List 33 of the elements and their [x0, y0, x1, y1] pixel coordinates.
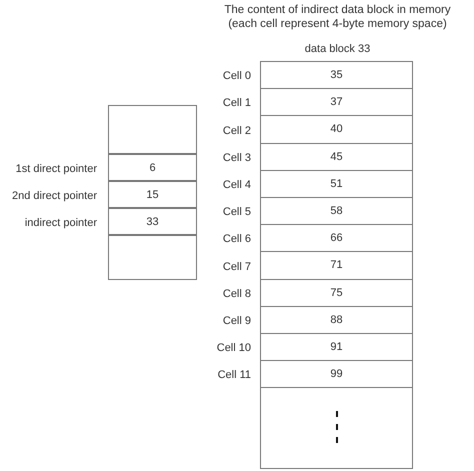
cell-label: Cell 9 — [222, 314, 251, 327]
diagram-title: The content of indirect data block in memory (each cell represent 4-byte memory space) — [223, 3, 452, 31]
memory-cell: 45 — [260, 142, 413, 171]
cell-label: Cell 6 — [222, 233, 251, 246]
memory-cell: 66 — [260, 224, 413, 252]
memory-cell: 37 — [260, 88, 413, 116]
cell-label: Cell 7 — [222, 260, 251, 272]
memory-cell: 75 — [260, 278, 413, 307]
cell-label: 2nd direct pointer — [12, 190, 97, 202]
cell-label: Cell 3 — [222, 152, 251, 164]
memory-cell: 40 — [260, 115, 413, 144]
cell-label: Cell 10 — [216, 342, 251, 354]
cell-label: Cell 5 — [222, 206, 251, 218]
empty-cell — [260, 387, 413, 469]
memory-cell: 35 — [260, 61, 413, 90]
memory-cell: 71 — [260, 251, 413, 280]
memory-cell: 51 — [260, 170, 413, 198]
memory-cell: 58 — [260, 197, 413, 226]
block-heading: data block 33 — [304, 43, 372, 55]
cell-label: 1st direct pointer — [16, 162, 97, 174]
cell-label: Cell 4 — [222, 178, 251, 191]
cell-label: Cell 11 — [218, 369, 251, 382]
memory-cell: 6 — [108, 154, 197, 181]
memory-cell: 91 — [260, 333, 413, 362]
memory-cell: 99 — [260, 360, 413, 388]
cell-label: Cell 2 — [222, 124, 251, 136]
cell-label: Cell 0 — [222, 70, 251, 82]
cell-label: Cell 8 — [222, 288, 251, 300]
cell-label: Cell 1 — [222, 97, 251, 110]
cell-label: indirect pointer — [24, 216, 97, 228]
memory-cell: 88 — [260, 306, 413, 334]
memory-cell: 33 — [108, 208, 197, 235]
memory-cell: 15 — [108, 181, 197, 208]
